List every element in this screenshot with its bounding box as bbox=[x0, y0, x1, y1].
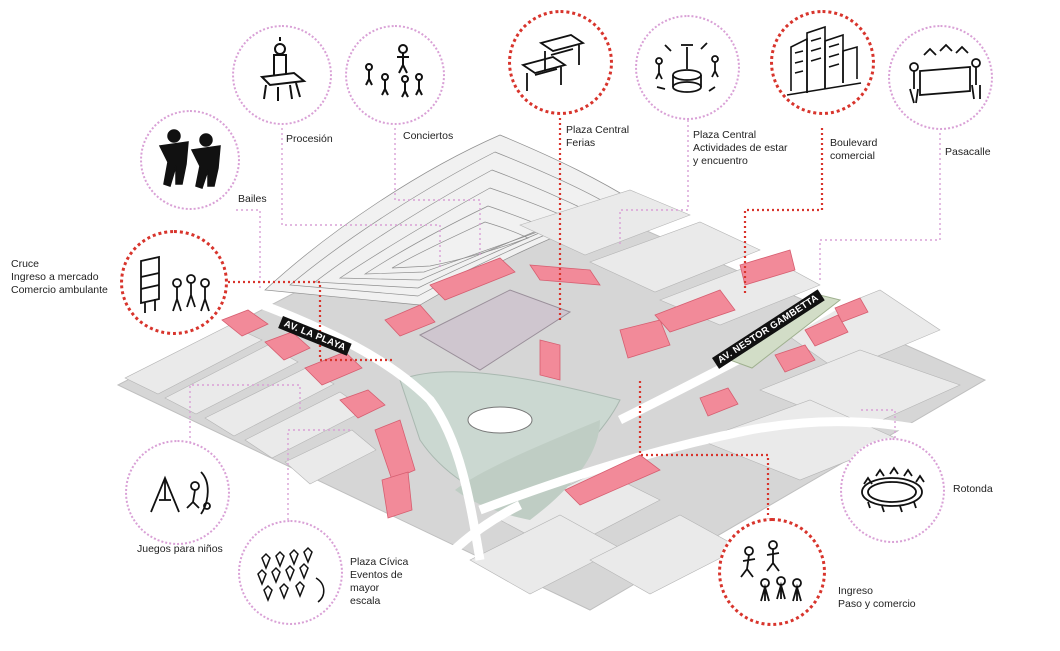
label-pasacalle: Pasacalle bbox=[945, 146, 991, 158]
connectors-red bbox=[228, 118, 824, 520]
crowd-icon bbox=[257, 546, 325, 603]
label-juegos: Juegos para niños bbox=[137, 543, 223, 555]
roundabout-icon bbox=[861, 466, 925, 513]
roundabout-circle bbox=[840, 438, 945, 543]
procession-icon bbox=[259, 37, 307, 101]
vendor-cart-circle bbox=[120, 230, 228, 335]
vendor-cart-icon bbox=[140, 255, 210, 313]
dance-circle bbox=[140, 110, 240, 210]
label-plaza-civica: Plaza Cívica Eventos de mayor escala bbox=[350, 556, 409, 607]
blocks-south bbox=[469, 469, 741, 595]
label-conciertos: Conciertos bbox=[403, 130, 454, 142]
concert-icon bbox=[365, 44, 423, 98]
blocks-west bbox=[124, 324, 377, 485]
label-bailes: Bailes bbox=[238, 193, 267, 205]
label-plaza-ferias: Plaza Central Ferias bbox=[566, 124, 630, 149]
concert-circle bbox=[345, 25, 445, 125]
parade-circle bbox=[888, 25, 993, 130]
green-plaza bbox=[399, 371, 621, 520]
dance-icon bbox=[158, 129, 221, 189]
playground-circle bbox=[125, 440, 230, 545]
label-boulevard: Boulevard comercial bbox=[830, 137, 878, 162]
buildings-circle bbox=[770, 10, 875, 115]
highlight-buildings bbox=[221, 249, 869, 519]
playground-icon bbox=[150, 471, 211, 515]
market-roof bbox=[418, 289, 572, 371]
parade-icon bbox=[909, 43, 981, 104]
label-procesion: Procesión bbox=[286, 133, 333, 145]
buildings-icon bbox=[786, 25, 862, 96]
label-ingreso: Ingreso Paso y comercio bbox=[838, 585, 916, 610]
gathering-circle bbox=[635, 15, 740, 120]
label-cruce: Cruce Ingreso a mercado Comercio ambulan… bbox=[11, 258, 108, 296]
label-rotonda: Rotonda bbox=[953, 483, 993, 495]
hill bbox=[264, 134, 641, 306]
label-plaza-actividades: Plaza Central Actividades de estar y enc… bbox=[693, 129, 788, 167]
walkers-circle bbox=[718, 518, 826, 626]
walkers-icon bbox=[740, 540, 802, 602]
gathering-icon bbox=[655, 42, 719, 93]
procession-circle bbox=[232, 25, 332, 125]
market-stalls-circle bbox=[508, 10, 613, 115]
market-stalls-icon bbox=[520, 34, 586, 91]
crowd-circle bbox=[238, 520, 343, 625]
